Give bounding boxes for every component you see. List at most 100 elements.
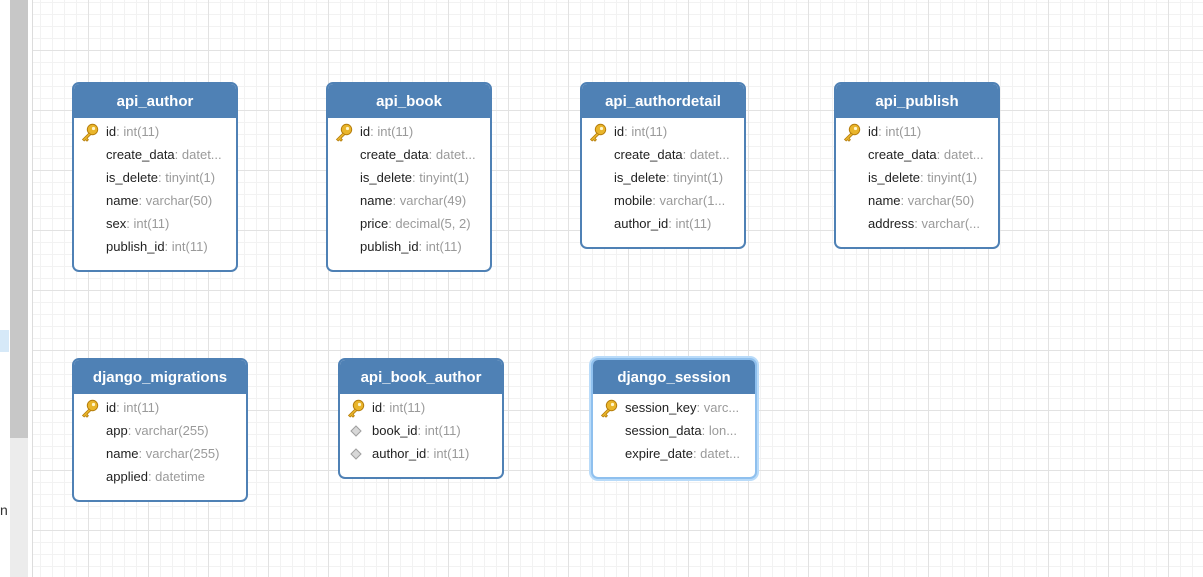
field-text: is_delete: tinyint(1) xyxy=(614,166,740,189)
object-list-panel[interactable]: n xyxy=(0,0,10,577)
object-list-selected-item[interactable] xyxy=(0,330,9,352)
table-title[interactable]: api_publish xyxy=(836,84,998,118)
table-field-row[interactable]: publish_id: int(11) xyxy=(74,235,236,258)
field-name: id xyxy=(106,124,117,139)
table-field-row[interactable]: address: varchar(... xyxy=(836,212,998,235)
field-text: id: int(11) xyxy=(868,120,994,143)
field-text: session_data: lon... xyxy=(625,419,751,442)
field-text: price: decimal(5, 2) xyxy=(360,212,486,235)
primary-key-icon xyxy=(588,122,608,142)
field-type: : varchar(49) xyxy=(392,193,467,208)
table-title[interactable]: api_book xyxy=(328,84,490,118)
index-diamond-icon xyxy=(346,444,366,464)
panel-divider[interactable] xyxy=(32,0,33,577)
table-field-row[interactable]: expire_date: datet... xyxy=(593,442,755,465)
field-text: address: varchar(... xyxy=(868,212,994,235)
table-field-list: session_key: varc...session_data: lon...… xyxy=(593,394,755,465)
table-field-row[interactable]: id: int(11) xyxy=(836,120,998,143)
field-type: : int(11) xyxy=(624,124,668,139)
table-field-row[interactable]: id: int(11) xyxy=(340,396,502,419)
field-text: name: varchar(50) xyxy=(868,189,994,212)
field-text: mobile: varchar(1... xyxy=(614,189,740,212)
field-name: name xyxy=(106,193,139,208)
field-text: book_id: int(11) xyxy=(372,419,498,442)
object-list-item-label[interactable]: n xyxy=(0,502,8,518)
field-text: session_key: varc... xyxy=(625,396,751,419)
table-title[interactable]: api_authordetail xyxy=(582,84,744,118)
field-name: create_data xyxy=(868,147,937,162)
table-field-row[interactable]: is_delete: tinyint(1) xyxy=(74,166,236,189)
table-field-row[interactable]: create_data: datet... xyxy=(74,143,236,166)
table-field-row[interactable]: applied: datetime xyxy=(74,465,246,488)
field-name: name xyxy=(360,193,393,208)
table-field-row[interactable]: mobile: varchar(1... xyxy=(582,189,744,212)
field-type: : decimal(5, 2) xyxy=(388,216,471,231)
table-field-row[interactable]: author_id: int(11) xyxy=(582,212,744,235)
table-title[interactable]: api_author xyxy=(74,84,236,118)
table-title[interactable]: django_migrations xyxy=(74,360,246,394)
table-field-row[interactable]: name: varchar(255) xyxy=(74,442,246,465)
table-field-row[interactable]: id: int(11) xyxy=(582,120,744,143)
field-type: : datet... xyxy=(936,147,984,162)
field-text: author_id: int(11) xyxy=(372,442,498,465)
field-text: publish_id: int(11) xyxy=(360,235,486,258)
table-field-row[interactable]: name: varchar(49) xyxy=(328,189,490,212)
table-field-list: id: int(11)create_data: datet...is_delet… xyxy=(582,118,744,235)
table-field-row[interactable]: create_data: datet... xyxy=(582,143,744,166)
primary-key-icon xyxy=(346,398,366,418)
table-field-row[interactable]: name: varchar(50) xyxy=(74,189,236,212)
table-title[interactable]: django_session xyxy=(593,360,755,394)
table-field-row[interactable]: sex: int(11) xyxy=(74,212,236,235)
field-name: expire_date xyxy=(625,446,693,461)
field-name: mobile xyxy=(614,193,653,208)
table-field-row[interactable]: is_delete: tinyint(1) xyxy=(836,166,998,189)
field-name: id xyxy=(614,124,625,139)
field-type: : datet... xyxy=(682,147,730,162)
table-field-row[interactable]: id: int(11) xyxy=(74,396,246,419)
table-field-row[interactable]: create_data: datet... xyxy=(836,143,998,166)
field-type: : varchar(1... xyxy=(652,193,726,208)
table-field-row[interactable]: publish_id: int(11) xyxy=(328,235,490,258)
field-type: : tinyint(1) xyxy=(920,170,978,185)
table-field-row[interactable]: is_delete: tinyint(1) xyxy=(582,166,744,189)
table-field-row[interactable]: create_data: datet... xyxy=(328,143,490,166)
table-field-list: id: int(11)book_id: int(11)author_id: in… xyxy=(340,394,502,465)
table-field-row[interactable]: app: varchar(255) xyxy=(74,419,246,442)
field-type: : varchar(255) xyxy=(127,423,209,438)
table-field-row[interactable]: price: decimal(5, 2) xyxy=(328,212,490,235)
field-name: name xyxy=(106,446,139,461)
table-field-row[interactable]: author_id: int(11) xyxy=(340,442,502,465)
field-name: author_id xyxy=(614,216,669,231)
field-type: : varchar(... xyxy=(914,216,980,231)
field-name: applied xyxy=(106,469,148,484)
field-text: is_delete: tinyint(1) xyxy=(106,166,232,189)
table-field-row[interactable]: session_key: varc... xyxy=(593,396,755,419)
table-field-row[interactable]: is_delete: tinyint(1) xyxy=(328,166,490,189)
field-type: : datet... xyxy=(692,446,740,461)
table-field-row[interactable]: id: int(11) xyxy=(328,120,490,143)
table-field-row[interactable]: name: varchar(50) xyxy=(836,189,998,212)
field-text: author_id: int(11) xyxy=(614,212,740,235)
table-field-row[interactable]: id: int(11) xyxy=(74,120,236,143)
table-title[interactable]: api_book_author xyxy=(340,360,502,394)
field-name: session_data xyxy=(625,423,702,438)
field-name: address xyxy=(868,216,915,231)
field-text: app: varchar(255) xyxy=(106,419,242,442)
table-field-list: id: int(11)app: varchar(255)name: varcha… xyxy=(74,394,246,488)
table-field-row[interactable]: book_id: int(11) xyxy=(340,419,502,442)
field-name: id xyxy=(372,400,383,415)
table-field-row[interactable]: session_data: lon... xyxy=(593,419,755,442)
field-name: price xyxy=(360,216,389,231)
field-text: id: int(11) xyxy=(360,120,486,143)
field-text: is_delete: tinyint(1) xyxy=(868,166,994,189)
field-name: author_id xyxy=(372,446,427,461)
field-text: create_data: datet... xyxy=(360,143,486,166)
object-list-scroll-thumb[interactable] xyxy=(10,0,28,438)
